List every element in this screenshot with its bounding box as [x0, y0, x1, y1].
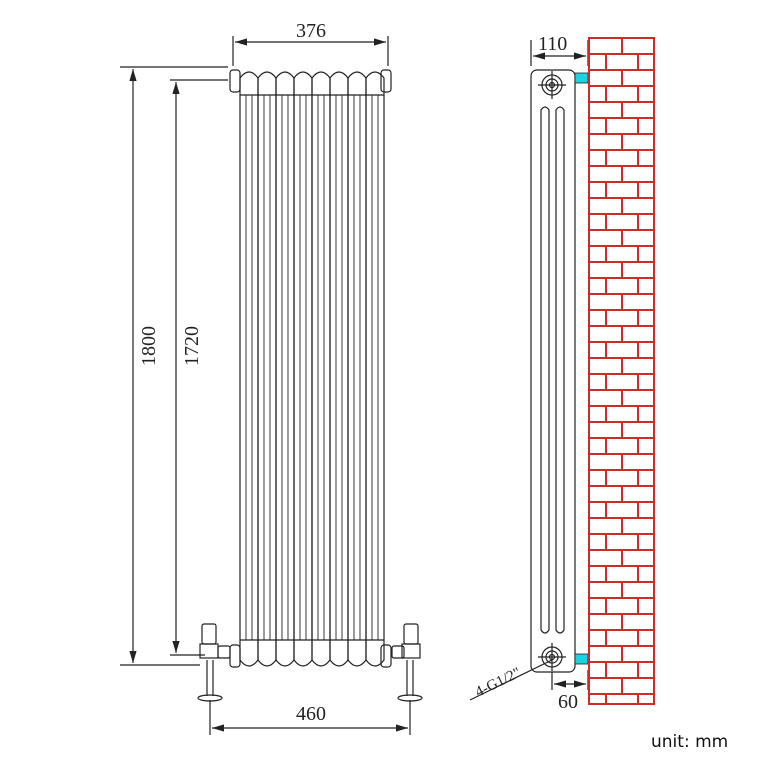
label-width-valves: 460 — [296, 703, 326, 725]
label-depth: 110 — [538, 33, 567, 55]
side-view — [469, 40, 589, 701]
dimension-width-valves — [209, 700, 411, 735]
label-connection: 4-G1/2" — [473, 665, 524, 701]
front-view — [120, 36, 423, 735]
radiator-side-body — [530, 69, 576, 673]
unit-label: unit: mm — [651, 732, 729, 752]
label-width-top: 376 — [296, 20, 326, 42]
top-bracket — [574, 72, 589, 84]
brick-wall — [588, 37, 655, 705]
left-valve — [197, 623, 231, 702]
label-wall-to-pipe: 60 — [558, 691, 578, 713]
dimension-height-total — [120, 66, 228, 666]
right-valve — [391, 623, 423, 702]
dimension-height-inner — [170, 79, 228, 656]
dimension-width-top — [232, 36, 389, 66]
radiator-columns — [239, 71, 385, 667]
label-height-inner: 1720 — [181, 326, 203, 366]
bottom-bracket — [574, 653, 589, 665]
label-height-total: 1800 — [138, 326, 160, 366]
